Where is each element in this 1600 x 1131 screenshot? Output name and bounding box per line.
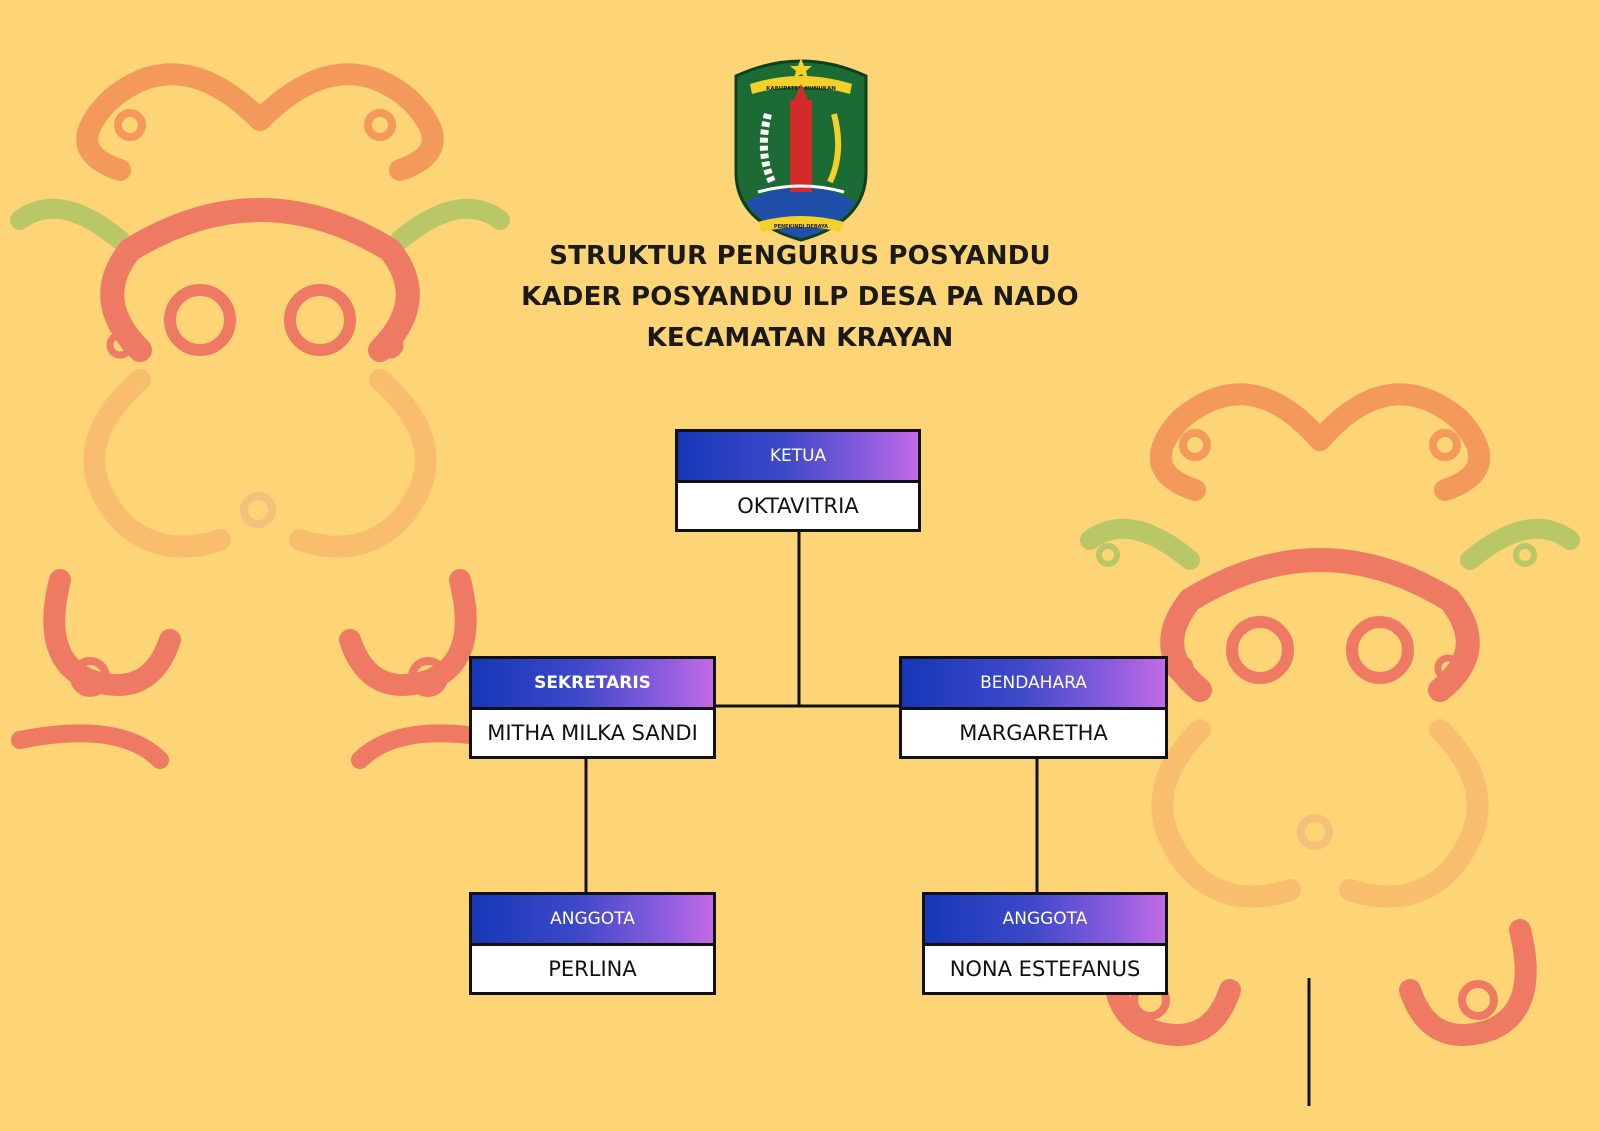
node-bendahara: BENDAHARA MARGARETHA (899, 656, 1168, 759)
node-ketua-role: KETUA (678, 432, 918, 483)
node-anggota-2-name: NONA ESTEFANUS (949, 957, 1141, 981)
title-line-1: STRUKTUR PENGURUS POSYANDU (549, 241, 1051, 271)
emblem-banner-bottom-text: PENEKINDI DEBAYA (774, 224, 828, 230)
node-anggota-2-role: ANGGOTA (925, 895, 1165, 946)
regency-emblem-logo: KABUPATEN NUNUKAN PENEKINDI DEBAYA (734, 58, 868, 242)
chart-title: STRUKTUR PENGURUS POSYANDU KADER POSYAND… (400, 236, 1200, 359)
node-anggota-2: ANGGOTA NONA ESTEFANUS (922, 892, 1168, 995)
node-sekretaris: SEKRETARIS MITHA MILKA SANDI (469, 656, 716, 759)
node-ketua: KETUA OKTAVITRIA (675, 429, 921, 532)
title-line-2: KADER POSYANDU ILP DESA PA NADO (521, 282, 1079, 312)
title-line-3: KECAMATAN KRAYAN (646, 323, 954, 353)
node-sekretaris-name: MITHA MILKA SANDI (487, 721, 698, 745)
node-ketua-name: OKTAVITRIA (737, 494, 859, 518)
node-anggota-1-name: PERLINA (548, 957, 637, 981)
node-bendahara-name: MARGARETHA (959, 721, 1108, 745)
node-sekretaris-role: SEKRETARIS (472, 659, 713, 710)
node-anggota-1: ANGGOTA PERLINA (469, 892, 716, 995)
node-anggota-1-role: ANGGOTA (472, 895, 713, 946)
node-bendahara-role: BENDAHARA (902, 659, 1165, 710)
